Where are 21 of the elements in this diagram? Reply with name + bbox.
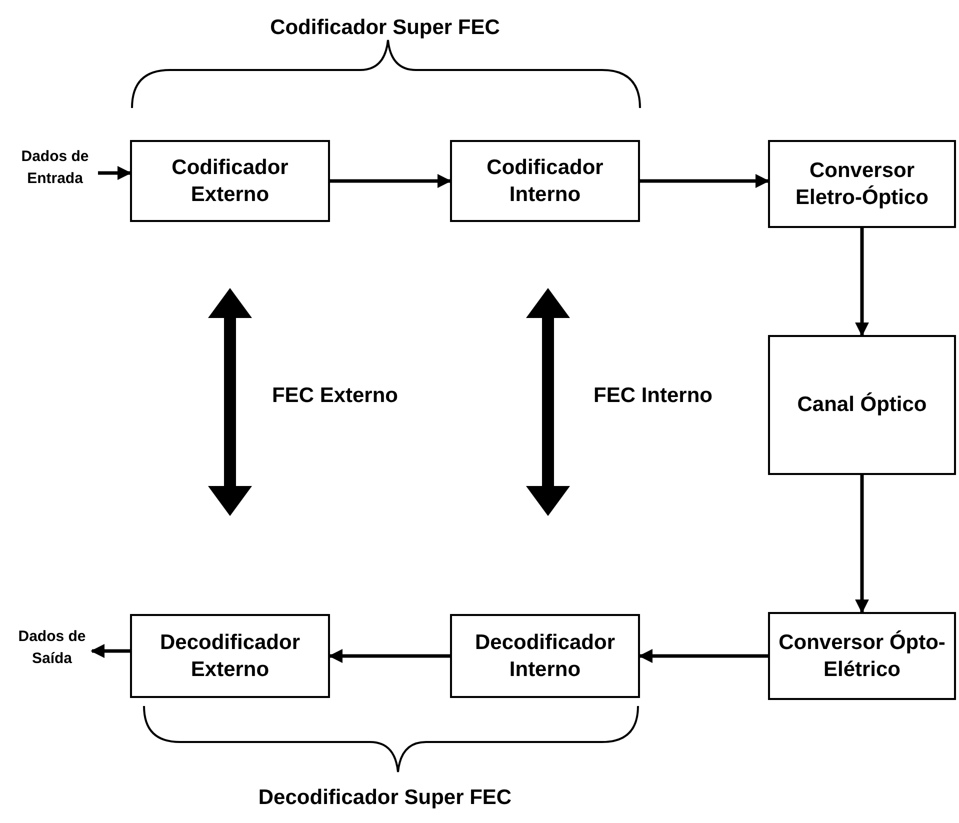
arrow: [640, 174, 770, 188]
arrow: [328, 649, 450, 663]
process-box: Conversor Eletro-Óptico: [768, 140, 956, 228]
process-box: Canal Óptico: [768, 335, 956, 475]
process-box: Decodificador Interno: [450, 614, 640, 698]
bracket-label: FEC Interno: [592, 383, 714, 409]
process-box: Conversor Ópto-Elétrico: [768, 612, 956, 700]
bracket-label: Decodificador Super FEC: [257, 785, 513, 811]
arrow: [855, 228, 869, 336]
data-label: Dados de Entrada: [12, 130, 98, 206]
process-box: Codificador Externo: [130, 140, 330, 222]
bracket-label: FEC Externo: [270, 383, 400, 409]
arrow: [98, 166, 132, 180]
arrow: [90, 644, 130, 658]
arrow: [855, 475, 869, 614]
arrow: [638, 649, 768, 663]
arrow: [330, 174, 452, 188]
data-label: Dados de Saída: [12, 608, 92, 688]
process-box: Decodificador Externo: [130, 614, 330, 698]
process-box: Codificador Interno: [450, 140, 640, 222]
bracket-label: Codificador Super FEC: [269, 15, 501, 41]
